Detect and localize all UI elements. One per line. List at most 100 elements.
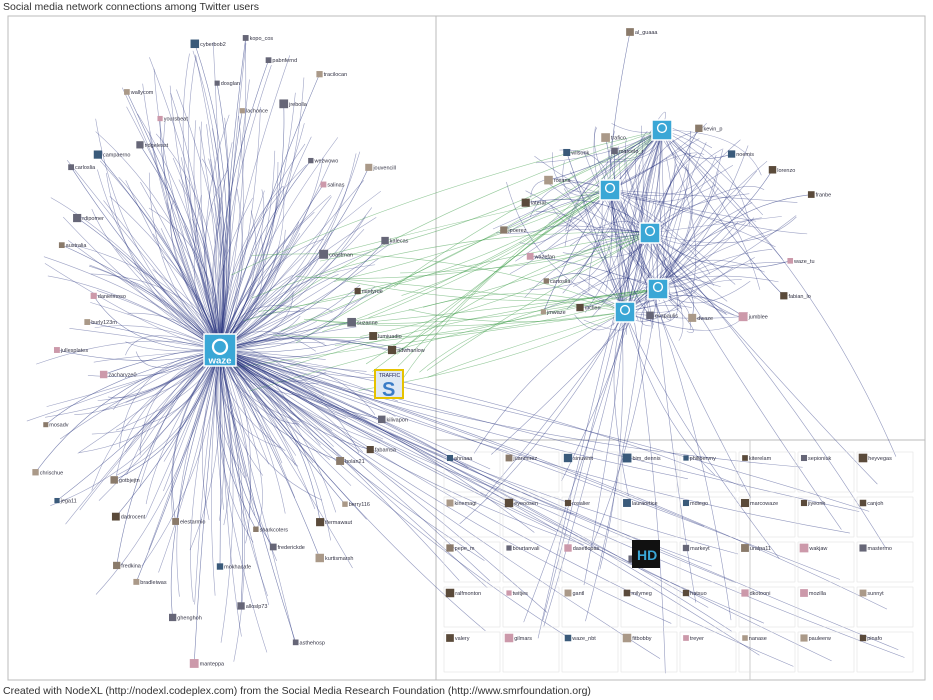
vertex[interactable]: salinas xyxy=(320,181,345,189)
vertex[interactable]: chrischue xyxy=(32,469,63,476)
vertex[interactable]: jullesplates xyxy=(53,347,88,354)
vertex[interactable]: kopo_cos xyxy=(242,35,274,42)
vertex[interactable]: alloslp73 xyxy=(237,602,267,610)
vertex[interactable]: eyeoosen xyxy=(504,498,538,508)
vertex[interactable]: valery xyxy=(446,634,470,642)
vertex[interactable]: cyberbob2 xyxy=(190,39,226,49)
vertex[interactable]: lumiuadio xyxy=(369,332,402,340)
vertex[interactable]: lauraortice xyxy=(623,499,658,507)
vertex[interactable]: al_guaaa xyxy=(626,28,658,36)
vertex[interactable]: sepioniuk xyxy=(800,454,832,462)
vertex[interactable]: mdiego xyxy=(682,499,708,507)
vertex[interactable]: gantl xyxy=(564,589,585,597)
vertex[interactable]: ghenghoh xyxy=(169,613,202,622)
vertex[interactable]: kilivapon xyxy=(378,415,408,424)
vertex[interactable]: hatsuo xyxy=(682,589,707,597)
vertex[interactable]: coastman xyxy=(319,249,353,259)
vertex[interactable]: marcelo_r xyxy=(611,147,643,155)
vertex[interactable]: philipervny xyxy=(683,455,716,462)
vertex[interactable]: franbe xyxy=(807,191,831,199)
vertex[interactable]: wallycom xyxy=(124,89,154,96)
vertex[interactable]: manteppa xyxy=(189,659,225,668)
vertex[interactable]: marcowaze xyxy=(740,498,778,508)
vertex[interactable]: mokhacafe xyxy=(216,563,251,571)
vertex[interactable]: fabian_lo xyxy=(780,292,811,300)
vertex[interactable]: sunnyt xyxy=(859,589,885,597)
vertex[interactable]: ridgelesst xyxy=(136,141,169,149)
vertex[interactable]: juanmirez xyxy=(505,454,538,462)
vertex[interactable]: campaerno xyxy=(93,150,131,159)
vertex[interactable]: zacharyze0 xyxy=(99,370,137,379)
vertex[interactable]: bolan21 xyxy=(336,457,365,465)
vertex[interactable]: fredkina xyxy=(113,561,142,570)
waze-hub-node[interactable] xyxy=(647,278,669,300)
vertex[interactable]: milymeg xyxy=(623,589,652,597)
vertex[interactable]: trafico xyxy=(601,133,626,142)
vertex[interactable]: lateral xyxy=(521,198,546,207)
vertex[interactable]: danielmoso xyxy=(90,292,126,300)
vertex[interactable]: kiterelam xyxy=(742,455,772,462)
hd-badge-node[interactable]: HD xyxy=(632,540,660,568)
vertex[interactable]: canjoh xyxy=(859,499,884,507)
vertex[interactable]: berry116 xyxy=(342,501,370,508)
waze-hub-node[interactable]: waze xyxy=(203,333,237,367)
vertex[interactable]: ralfmonton xyxy=(445,588,481,598)
vertex[interactable]: gilmars xyxy=(504,633,532,643)
waze-hub-node[interactable] xyxy=(639,222,661,244)
traffic-badge-node[interactable]: TRAFFIC S xyxy=(374,369,404,401)
vertex[interactable]: wezwowo xyxy=(308,157,338,165)
vertex[interactable]: kurtismarsh xyxy=(315,553,354,563)
vertex[interactable]: evapaulis xyxy=(646,311,678,320)
vertex[interactable]: jega11 xyxy=(54,497,77,505)
vertex[interactable]: rdipomer xyxy=(73,213,104,223)
vertex[interactable]: jouvencill xyxy=(365,163,396,172)
vertex[interactable]: waze_tu xyxy=(787,258,815,265)
vertex[interactable]: carloslia xyxy=(68,164,96,171)
vertex[interactable]: bradleiwas xyxy=(133,578,167,586)
vertex[interactable]: wakjaw xyxy=(799,543,828,553)
vertex[interactable]: suzanne xyxy=(347,317,378,327)
vertex[interactable]: ifermawaut xyxy=(316,518,353,527)
vertex[interactable]: sinuwnit xyxy=(563,453,594,463)
vertex[interactable]: pinafo xyxy=(859,634,882,642)
vertex[interactable]: jrebolla xyxy=(279,99,308,109)
vertex[interactable]: wilsonk xyxy=(563,148,590,157)
vertex[interactable]: treyer xyxy=(683,635,704,642)
vertex[interactable]: roxana xyxy=(544,175,572,185)
vertex[interactable]: cartoslla xyxy=(543,278,572,285)
vertex[interactable]: mosadv xyxy=(43,422,69,429)
vertex[interactable]: frederickde xyxy=(269,543,305,551)
vertex[interactable]: pepe_m xyxy=(446,544,475,552)
vertex[interactable]: lachonce xyxy=(239,108,268,115)
vertex[interactable]: bourtanvali xyxy=(506,545,540,552)
vertex[interactable]: wazefan xyxy=(526,252,555,260)
vertex[interactable]: mintyrue xyxy=(354,287,383,295)
vertex[interactable]: heyvegas xyxy=(858,453,892,463)
vertex[interactable]: uralpa11 xyxy=(741,544,771,552)
vertex[interactable]: dasetlopas xyxy=(564,544,600,552)
vertex[interactable]: nanase xyxy=(742,635,767,642)
vertex[interactable]: jpoerez xyxy=(500,226,527,234)
vertex[interactable]: markeyt xyxy=(682,544,710,552)
vertex[interactable]: elestarmio xyxy=(172,518,205,525)
vertex[interactable]: jumblee xyxy=(738,312,768,322)
waze-hub-node[interactable] xyxy=(599,179,621,201)
vertex[interactable]: ahnaaa xyxy=(446,454,473,462)
vertex[interactable]: dosglan xyxy=(214,80,240,88)
vertex[interactable]: jmwaze xyxy=(540,309,566,316)
vertex[interactable]: dwaze xyxy=(688,313,713,322)
vertex[interactable]: adwhanlow xyxy=(387,345,425,355)
vertex[interactable]: tracilocan xyxy=(316,71,347,78)
vertex[interactable]: asthehosp xyxy=(292,639,325,647)
vertex[interactable]: yoursbeat xyxy=(157,115,188,123)
waze-hub-node[interactable] xyxy=(614,301,636,323)
vertex[interactable]: twitjes xyxy=(506,590,528,597)
vertex[interactable]: burly123m xyxy=(84,319,117,326)
vertex[interactable]: fabamsa xyxy=(366,446,397,454)
vertex[interactable]: jiyeonh xyxy=(800,499,826,507)
vertex[interactable]: mozilla xyxy=(800,589,827,597)
vertex[interactable]: pauleerw xyxy=(800,634,831,642)
vertex[interactable]: sharkcoters xyxy=(253,526,288,534)
vertex[interactable]: lorenzo xyxy=(768,166,796,174)
vertex[interactable]: noemis xyxy=(727,150,754,158)
